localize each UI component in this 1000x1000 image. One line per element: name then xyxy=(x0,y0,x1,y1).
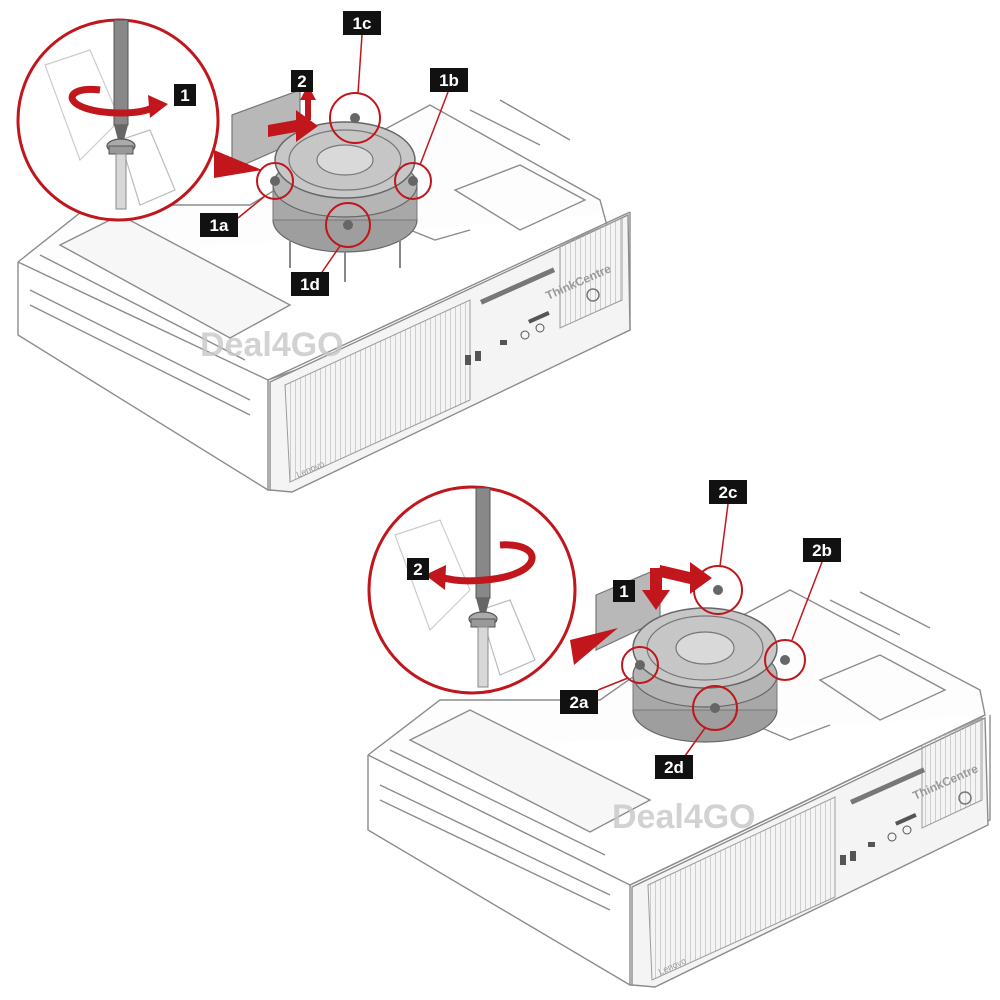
badge-2a: 2a xyxy=(560,690,598,714)
badge-2c: 2c xyxy=(709,480,747,504)
svg-text:2d: 2d xyxy=(664,758,684,777)
badge-1c: 1c xyxy=(343,11,381,35)
svg-text:2b: 2b xyxy=(812,541,832,560)
screw-circle-1b xyxy=(394,162,432,200)
front-ports-top xyxy=(465,267,600,365)
screw-circle-1d xyxy=(325,202,371,248)
badge-1d: 1d xyxy=(291,272,329,296)
rotate-arrow-bottom-icon xyxy=(438,541,536,585)
removal-diagram: ThinkCentre Lenovo xyxy=(16,11,631,493)
svg-text:1b: 1b xyxy=(439,71,459,90)
badge-1a: 1a xyxy=(200,213,238,237)
svg-text:2c: 2c xyxy=(719,483,738,502)
badge-arrow-bottom: 1 xyxy=(613,580,635,602)
screw-circle-1a xyxy=(256,162,294,200)
badge-2b: 2b xyxy=(803,538,841,562)
leader-lines-top xyxy=(237,34,449,279)
front-vent-right-top xyxy=(559,217,623,329)
screw-circle-2d xyxy=(692,685,738,731)
svg-text:1a: 1a xyxy=(210,216,229,235)
install-diagram: ThinkCentre Lenovo xyxy=(367,480,991,988)
front-ports-bottom xyxy=(840,767,972,865)
badge-step-top: 1 xyxy=(174,84,196,106)
screw-circle-2a xyxy=(621,646,659,684)
screw-icons-bottom xyxy=(635,585,790,713)
cpu-fan-assembly-top xyxy=(231,89,418,282)
screw-circle-2b xyxy=(764,639,806,681)
front-vent-top xyxy=(284,299,471,483)
badge-1b: 1b xyxy=(430,68,468,92)
screwdriver-shaft-icon xyxy=(113,19,129,126)
leader-lines-bottom xyxy=(597,503,823,761)
front-vent-right-bottom xyxy=(921,717,983,829)
lower-arrow-bottom xyxy=(642,562,712,610)
rotate-arrow-icon xyxy=(68,85,158,117)
screwdriver-tip-bottom-icon xyxy=(476,598,490,613)
screw-icons-top xyxy=(270,113,418,230)
badge-2d: 2d xyxy=(655,755,693,779)
screw-circle-2c xyxy=(693,565,743,615)
screwdriver-zoom-inset-bottom xyxy=(367,485,577,695)
screw-circle-1c xyxy=(329,92,381,144)
svg-text:2: 2 xyxy=(297,72,306,91)
cpu-fan-assembly-bottom xyxy=(595,567,778,743)
svg-text:1c: 1c xyxy=(353,14,372,33)
badge-arrow-top: 2 xyxy=(291,70,313,92)
svg-text:1: 1 xyxy=(180,86,189,105)
lift-arrow-top xyxy=(268,85,318,142)
screwdriver-tip-icon xyxy=(114,125,128,140)
svg-text:2: 2 xyxy=(413,560,422,579)
svg-text:1: 1 xyxy=(619,582,628,601)
inset-pointer-top xyxy=(214,150,262,178)
svg-text:1d: 1d xyxy=(300,275,320,294)
inset-pointer-bottom xyxy=(570,628,618,665)
badge-step-bottom: 2 xyxy=(407,558,429,580)
screwdriver-zoom-inset-top xyxy=(16,18,220,222)
front-vent-bottom xyxy=(647,796,836,981)
watermark-top: Deal4GO xyxy=(200,326,344,364)
svg-text:2a: 2a xyxy=(570,693,589,712)
watermark-bottom: Deal4GO xyxy=(612,798,756,836)
